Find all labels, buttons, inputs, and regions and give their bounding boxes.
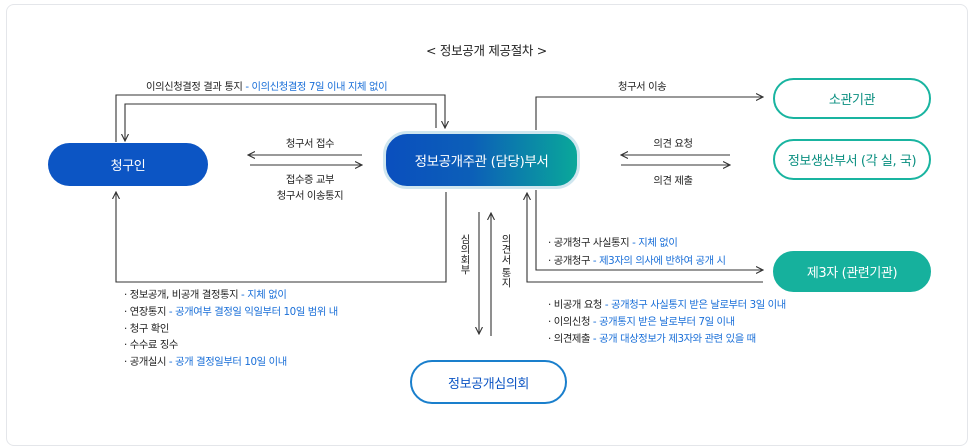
third-party-note: · 공개청구 사실통지 - 지체 없이	[548, 237, 678, 249]
third-party-note: · 공개청구 - 제3자의 의사에 반하여 공개 시	[548, 255, 726, 267]
producer-department-node: 정보생산부서 (각 실, 국)	[773, 139, 931, 180]
transfer-label: 청구서 이송	[618, 81, 667, 93]
receipt-delivery-label: 접수증 교부	[285, 174, 335, 186]
third-party-arrow	[535, 190, 763, 270]
requester-note: · 수수료 징수	[124, 339, 178, 351]
flow-connectors	[0, 0, 973, 336]
opinion-notice-label: 의견서 통지	[499, 234, 511, 288]
main-department-node: 정보공개주관 (담당)부서	[383, 131, 580, 189]
third-party-return-arrow	[527, 193, 763, 283]
deliberation-label: 심의회부	[458, 234, 470, 275]
opinion-request-label: 의견 요청	[653, 138, 693, 150]
committee-node: 정보공개심의회	[410, 360, 567, 404]
third-party-reply: · 이의신청 - 공개통지 받은 날로부터 7일 이내	[548, 316, 735, 328]
jurisdiction-node: 소관기관	[773, 78, 931, 119]
third-party-reply: · 의견제출 - 공개 대상정보가 제3자와 관련 있을 때	[548, 333, 756, 345]
requester-note: · 공개실시 - 공개 결정일부터 10일 이내	[124, 356, 287, 368]
third-party-reply: · 비공개 요청 - 공개청구 사실통지 받은 날로부터 3일 이내	[548, 299, 786, 311]
requester-note: · 정보공개, 비공개 결정통지 - 지체 없이	[124, 289, 287, 301]
page-title: < 정보공개 제공절차 >	[426, 43, 547, 58]
requester-node: 청구인	[48, 143, 208, 186]
requester-note: · 청구 확인	[124, 323, 169, 335]
objection-loop-inner-arrow	[125, 103, 437, 141]
objection-loop-arrow	[115, 94, 445, 142]
transfer-arrow	[535, 97, 763, 130]
requester-note: · 연장통지 - 공개여부 결정일 익일부터 10일 범위 내	[124, 306, 338, 318]
transfer-notice-label: 청구서 이송통지	[276, 190, 344, 202]
third-party-node: 제3자 (관련기관)	[773, 251, 931, 292]
receipt-label: 청구서 접수	[285, 138, 335, 150]
decision-notice-arrow	[116, 192, 447, 283]
opinion-submit-label: 의견 제출	[653, 175, 693, 187]
objection-notice-label: 이의신청결정 결과 통지 - 이의신청결정 7일 이내 지체 없이	[146, 81, 388, 93]
